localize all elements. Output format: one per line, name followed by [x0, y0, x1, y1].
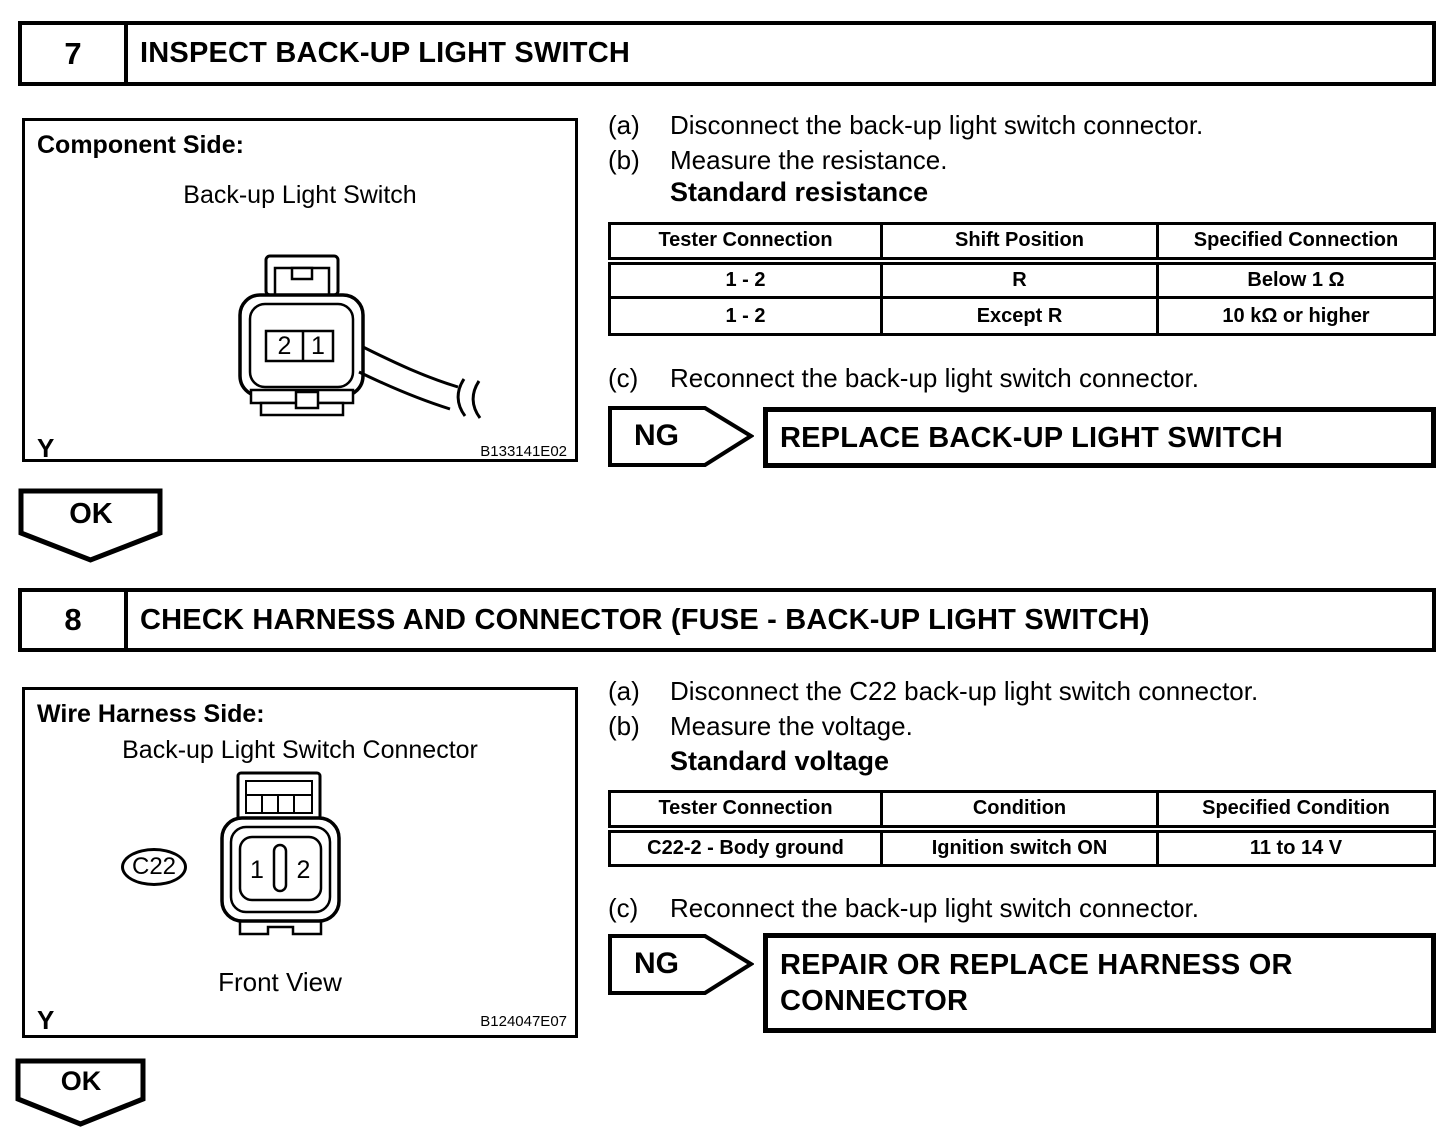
column-header: Condition: [880, 790, 1159, 833]
ok-pentagon-shape: [15, 1058, 146, 1127]
instruction-line: (c) Reconnect the back-up light switch co…: [608, 363, 1199, 394]
ok-flow-arrow: OK: [15, 1058, 147, 1128]
figure-side-label: Wire Harness Side:: [37, 700, 265, 728]
pin-label: 2: [277, 332, 292, 360]
wire-harness-side-figure: Wire Harness Side: Back-up Light Switch …: [22, 687, 578, 1038]
step-8-title: CHECK HARNESS AND CONNECTOR (FUSE - BACK…: [140, 603, 1150, 636]
table-header-row: Tester Connection Condition Specified Co…: [608, 790, 1436, 833]
table-cell: C22-2 - Body ground: [608, 827, 883, 867]
wire-with-break-marks: [358, 345, 482, 419]
pin-label: 2: [296, 856, 311, 884]
instruction-text: Measure the resistance.: [670, 145, 948, 175]
instruction-text: Reconnect the back-up light switch conne…: [670, 363, 1199, 393]
figure-code: B133141E02: [480, 443, 567, 460]
backup-light-switch-connector-drawing: [238, 254, 482, 419]
step-8-number: 8: [22, 592, 128, 648]
table-row: 1 - 2 R Below 1 Ω: [608, 259, 1436, 299]
instruction-text: Disconnect the C22 back-up light switch …: [670, 676, 1259, 706]
backup-light-switch-connector-front-view-drawing: [220, 771, 341, 936]
table-cell: 10 kΩ or higher: [1156, 296, 1436, 336]
instruction-marker: (b): [608, 145, 640, 175]
instruction-marker: (c): [608, 363, 639, 393]
step-8-header: 8 CHECK HARNESS AND CONNECTOR (FUSE - BA…: [18, 588, 1436, 652]
instruction-marker: (a): [608, 110, 640, 140]
instruction-line: (b) Measure the resistance.: [608, 145, 947, 176]
table-cell: Below 1 Ω: [1156, 259, 1436, 299]
ng-flow-arrow: NG: [608, 406, 754, 468]
ng-label: NG: [634, 947, 679, 980]
figure-side-label: Component Side:: [37, 131, 244, 159]
step-7-title: INSPECT BACK-UP LIGHT SWITCH: [140, 37, 631, 69]
instruction-line: (a) Disconnect the back-up light switch c…: [608, 110, 1203, 141]
ng-flow-arrow: NG: [608, 934, 754, 996]
ng-label: NG: [634, 419, 679, 452]
instruction-marker: (c): [608, 893, 639, 923]
ng-action-box: REPAIR OR REPLACE HARNESS OR CONNECTOR: [763, 933, 1436, 1033]
ng-action-box: REPLACE BACK-UP LIGHT SWITCH: [763, 407, 1436, 468]
component-side-figure: Component Side: Back-up Light Switch: [22, 118, 578, 463]
resistance-spec-table: Tester Connection Shift Position Specifi…: [608, 222, 1436, 336]
column-header: Tester Connection: [608, 222, 883, 265]
instruction-line: (b) Measure the voltage.: [608, 711, 913, 742]
figure-corner-label: Y: [37, 433, 55, 463]
table-row: 1 - 2 Except R 10 kΩ or higher: [608, 296, 1436, 336]
column-header: Specified Condition: [1156, 790, 1436, 833]
voltage-spec-table: Tester Connection Condition Specified Co…: [608, 790, 1436, 867]
step-7-number: 7: [22, 25, 128, 82]
instruction-text: Measure the voltage.: [670, 711, 913, 741]
figure-caption: Back-up Light Switch Connector: [122, 736, 478, 764]
step-7-header: 7 INSPECT BACK-UP LIGHT SWITCH: [18, 21, 1436, 86]
standard-heading: Standard voltage: [670, 746, 890, 776]
column-header: Shift Position: [880, 222, 1159, 265]
table-row: C22-2 - Body ground Ignition switch ON 1…: [608, 827, 1436, 867]
instruction-marker: (b): [608, 711, 640, 741]
instruction-text: Disconnect the back-up light switch conn…: [670, 110, 1204, 140]
ok-label: OK: [69, 498, 113, 530]
connector-id-oval: C22: [121, 848, 187, 886]
ok-pentagon-shape: [18, 488, 163, 563]
table-cell: 1 - 2: [608, 259, 883, 299]
ng-pentagon-shape: [608, 934, 754, 995]
pin-label: 1: [311, 332, 325, 360]
ng-pentagon-shape: [608, 406, 754, 467]
ok-flow-arrow: OK: [18, 488, 164, 564]
instruction-marker: (a): [608, 676, 640, 706]
pin-label: 1: [250, 856, 264, 884]
column-header: Tester Connection: [608, 790, 883, 833]
table-cell: 1 - 2: [608, 296, 883, 336]
table-cell: 11 to 14 V: [1156, 827, 1436, 867]
figure-caption: Back-up Light Switch: [183, 181, 417, 209]
instruction-text: Reconnect the back-up light switch conne…: [670, 893, 1199, 923]
table-cell: R: [880, 259, 1159, 299]
standard-heading: Standard resistance: [670, 177, 929, 207]
table-header-row: Tester Connection Shift Position Specifi…: [608, 222, 1436, 265]
figure-code: B124047E07: [480, 1013, 567, 1030]
instruction-line: (c) Reconnect the back-up light switch co…: [608, 893, 1199, 924]
table-cell: Ignition switch ON: [880, 827, 1159, 867]
instruction-line: (a) Disconnect the C22 back-up light swit…: [608, 676, 1258, 707]
front-view-label: Front View: [218, 967, 342, 997]
connector-feet: [238, 921, 323, 936]
column-header: Specified Connection: [1156, 222, 1436, 265]
table-cell: Except R: [880, 296, 1159, 336]
ok-label: OK: [60, 1066, 102, 1096]
figure-corner-label: Y: [37, 1005, 55, 1035]
